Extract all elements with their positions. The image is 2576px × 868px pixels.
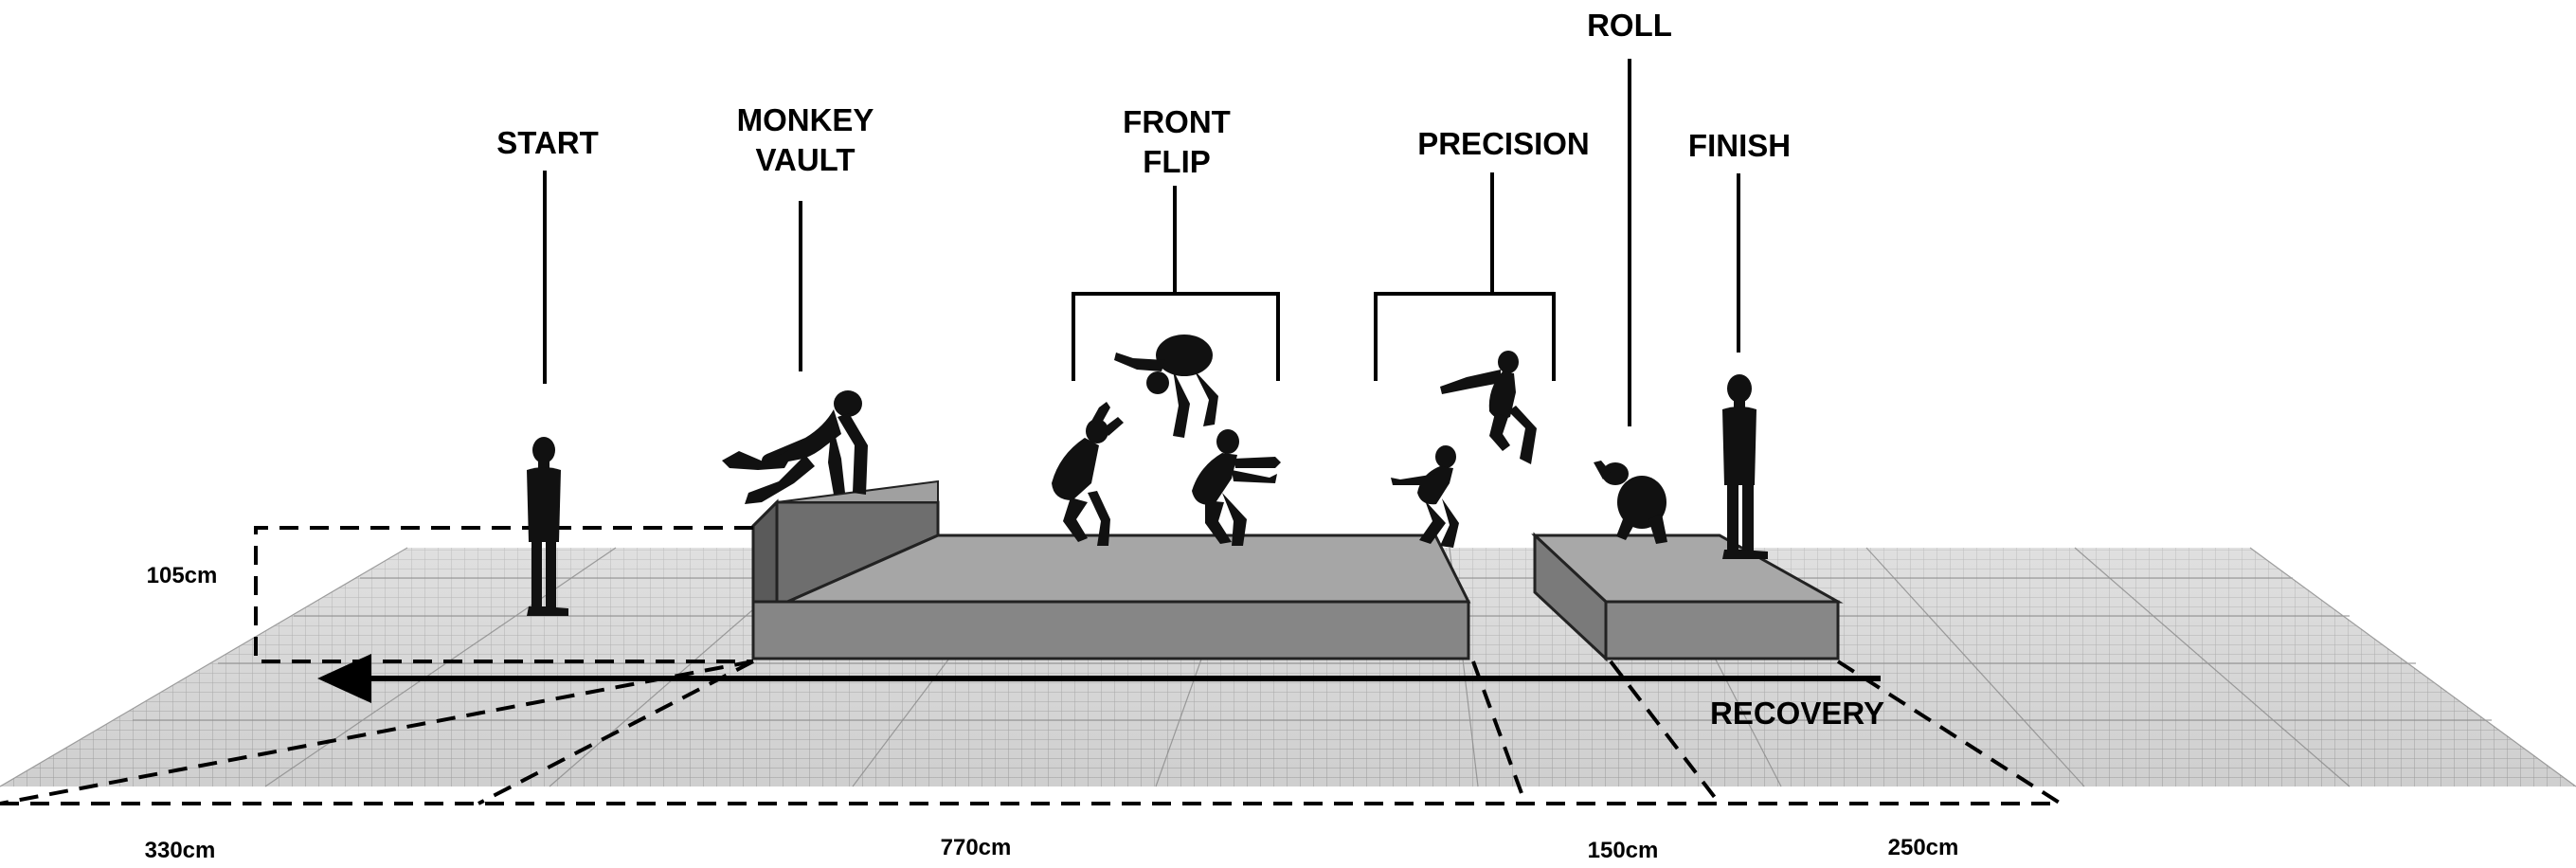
athlete-precision-air-silhouette (1440, 351, 1537, 464)
segment-label-2: 770cm (941, 835, 1012, 860)
label-roll: ROLL (1587, 8, 1672, 43)
label-start: START (496, 125, 599, 160)
segment-label-4: 250cm (1888, 835, 1959, 860)
floor-grid (0, 547, 2576, 787)
stage-finish: FINISH (1688, 128, 1791, 353)
main-platform (751, 533, 1471, 660)
label-front-flip-line2: FLIP (1143, 144, 1211, 179)
segment-label-1: 330cm (145, 838, 216, 863)
height-label: 105cm (147, 563, 218, 588)
stage-precision: PRECISION (1374, 126, 1590, 381)
label-precision: PRECISION (1417, 126, 1590, 161)
label-front-flip-line1: FRONT (1123, 104, 1231, 139)
athlete-front-flip-air-silhouette (1114, 335, 1218, 438)
label-monkey-vault-line1: MONKEY (737, 102, 874, 137)
athlete-finish-silhouette (1722, 374, 1768, 559)
end-platform (1531, 532, 1844, 662)
direction-arrow (317, 654, 1881, 703)
stage-start: START (496, 125, 599, 384)
athlete-front-flip-landing-silhouette (1192, 429, 1281, 546)
stage-roll: ROLL (1587, 8, 1672, 426)
segment-label-3: 150cm (1588, 838, 1659, 863)
athlete-front-flip-takeoff-silhouette (1052, 402, 1124, 546)
label-recovery: RECOVERY (1710, 696, 1884, 731)
stage-monkey-vault: MONKEY VAULT (737, 102, 874, 371)
height-dimension: 105cm (147, 526, 753, 663)
segment-boundaries (0, 660, 2063, 805)
athlete-precision-takeoff-silhouette (1391, 445, 1459, 548)
label-finish: FINISH (1688, 128, 1791, 163)
stage-front-flip: FRONT FLIP (1072, 104, 1280, 381)
athlete-monkey-vault-silhouette (722, 390, 868, 504)
label-monkey-vault-line2: VAULT (755, 142, 855, 177)
athlete-roll-silhouette (1594, 461, 1667, 544)
athlete-start-silhouette (527, 437, 568, 616)
